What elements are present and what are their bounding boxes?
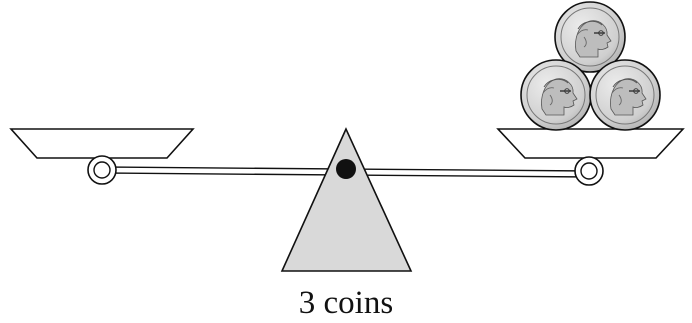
left-hanger-ring (87, 155, 117, 185)
right-pan (496, 128, 685, 159)
pivot-dot (336, 159, 356, 179)
coin (520, 59, 592, 131)
coin (554, 1, 626, 73)
left-pan (9, 128, 195, 159)
fulcrum (280, 127, 413, 272)
coin (589, 59, 661, 131)
right-hanger-ring (574, 156, 604, 186)
caption-label: 3 coins (299, 285, 393, 321)
